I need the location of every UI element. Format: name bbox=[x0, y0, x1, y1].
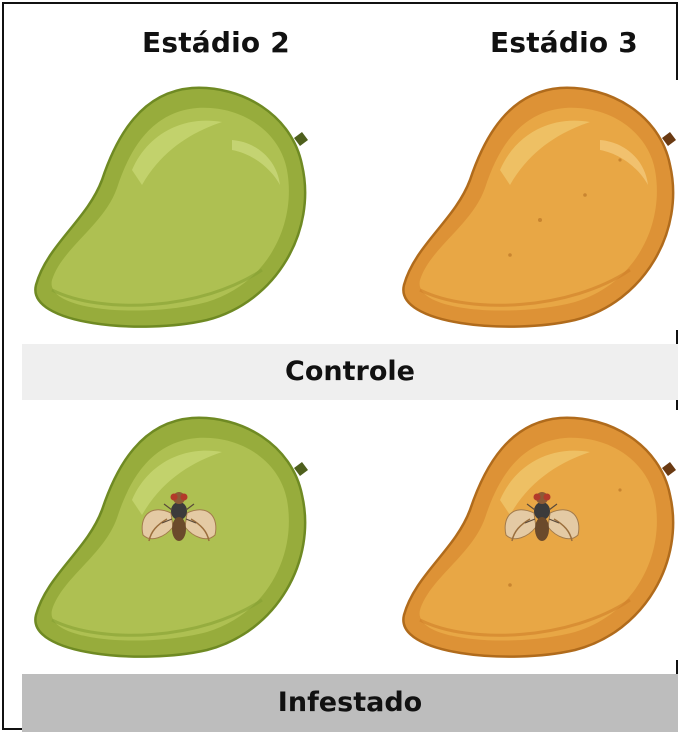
fruit-fly-icon bbox=[504, 492, 580, 542]
column-title-stage-2: Estádio 2 bbox=[142, 26, 290, 59]
mango-orange-icon bbox=[402, 86, 676, 328]
cell-infested-stage-3 bbox=[390, 410, 680, 660]
mango-orange-icon bbox=[402, 416, 676, 658]
cell-control-stage-2 bbox=[22, 80, 312, 330]
row-label-control: Controle bbox=[22, 344, 678, 400]
column-title-stage-3: Estádio 3 bbox=[490, 26, 638, 59]
cell-infested-stage-2 bbox=[22, 410, 312, 660]
mango-green-icon bbox=[34, 86, 308, 328]
row-label-infested: Infestado bbox=[22, 674, 678, 732]
mango-green-icon bbox=[34, 416, 308, 658]
cell-control-stage-3 bbox=[390, 80, 680, 330]
fruit-fly-icon bbox=[141, 492, 217, 542]
